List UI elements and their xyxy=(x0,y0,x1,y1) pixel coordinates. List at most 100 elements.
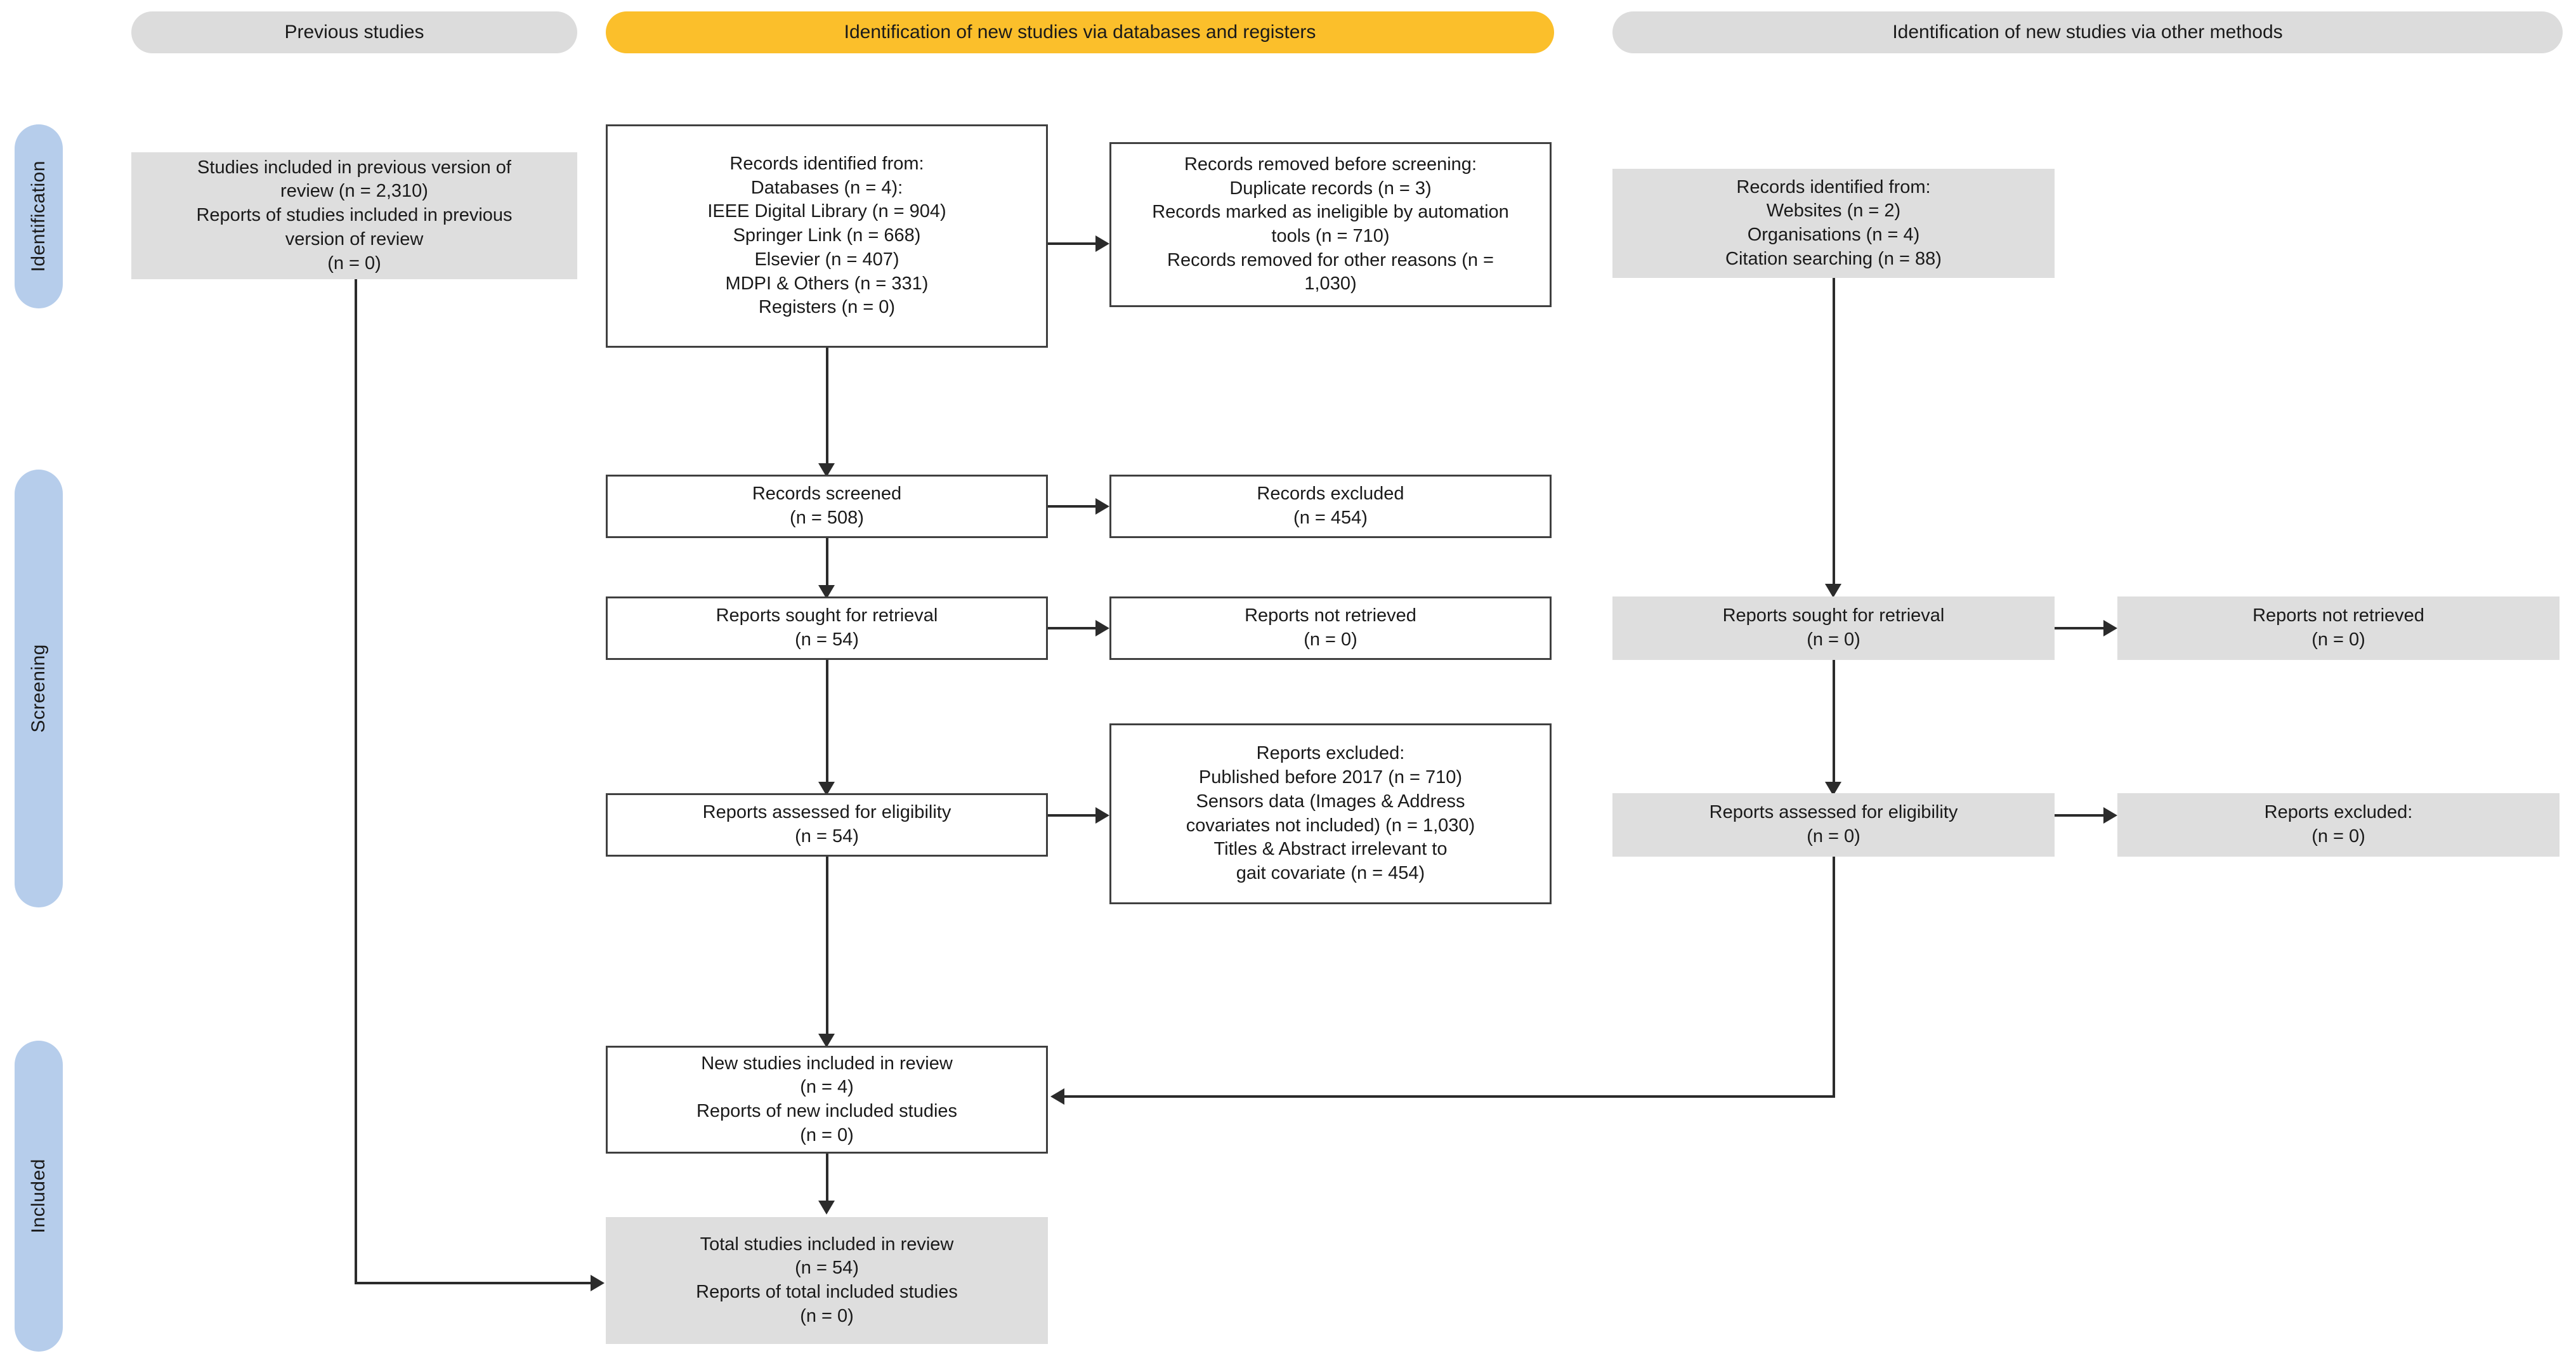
box-line: (n = 0) xyxy=(2311,629,2365,650)
header-other-methods-label: Identification of new studies via other … xyxy=(1892,22,2283,43)
arrowhead-other-assessed-to-excluded xyxy=(2103,807,2117,824)
connector-screened-to-sought xyxy=(826,538,828,590)
box-line: Records identified from: xyxy=(1736,176,1931,197)
box-other-reports-excluded: Reports excluded: (n = 0) xyxy=(2117,793,2560,857)
box-line: Reports sought for retrieval xyxy=(1722,605,1945,626)
box-line: Reports assessed for eligibility xyxy=(1709,802,1958,823)
box-line: Records screened xyxy=(752,484,902,504)
box-line: Springer Link (n = 668) xyxy=(733,225,921,246)
connector-assessed-to-new-included xyxy=(826,857,828,1041)
connector-assessed-to-excluded xyxy=(1048,814,1095,817)
box-records-excluded: Records excluded (n = 454) xyxy=(1109,475,1552,538)
box-line: Elsevier (n = 407) xyxy=(754,249,899,270)
connector-sought-to-assessed xyxy=(826,660,828,787)
box-line: Records removed before screening: xyxy=(1184,154,1477,175)
arrowhead-identified-to-screened xyxy=(818,463,835,477)
box-total-studies-included: Total studies included in review (n = 54… xyxy=(606,1217,1048,1344)
box-line: (n = 54) xyxy=(795,1258,859,1279)
box-records-identified-other: Records identified from: Websites (n = 2… xyxy=(1612,169,2055,278)
arrowhead-sought-to-not-retrieved xyxy=(1095,620,1109,636)
stage-label-identification-text: Identification xyxy=(28,161,49,272)
connector-identified-to-removed xyxy=(1048,242,1095,245)
box-other-reports-not-retrieved: Reports not retrieved (n = 0) xyxy=(2117,596,2560,660)
box-line: Total studies included in review xyxy=(700,1234,954,1255)
box-reports-assessed-eligibility: Reports assessed for eligibility (n = 54… xyxy=(606,793,1048,857)
box-line: tools (n = 710) xyxy=(1271,226,1390,246)
arrowhead-screened-to-excluded xyxy=(1095,498,1109,515)
box-previous-studies-included: Studies included in previous version of … xyxy=(131,152,577,279)
connector-other-to-new-included-vertical xyxy=(1833,857,1835,1098)
box-line: Databases (n = 4): xyxy=(750,177,903,198)
arrowhead-previous-to-total xyxy=(591,1275,605,1291)
header-previous-studies-label: Previous studies xyxy=(284,22,424,43)
box-reports-excluded-detailed: Reports excluded: Published before 2017 … xyxy=(1109,723,1552,904)
arrowhead-sought-to-assessed xyxy=(818,782,835,796)
header-previous-studies: Previous studies xyxy=(131,11,577,53)
box-line: Reports excluded: xyxy=(2264,802,2413,823)
box-line: (n = 508) xyxy=(790,508,864,528)
box-line: Records removed for other reasons (n = xyxy=(1167,249,1494,270)
arrowhead-assessed-to-excluded xyxy=(1095,807,1109,824)
box-line: Reports of new included studies xyxy=(696,1101,958,1121)
box-line: (n = 54) xyxy=(795,629,859,650)
box-line: version of review xyxy=(285,228,424,249)
box-line: (n = 454) xyxy=(1293,508,1368,528)
header-databases-registers: Identification of new studies via databa… xyxy=(606,11,1554,53)
box-line: Records excluded xyxy=(1257,484,1404,504)
stage-label-included: Included xyxy=(15,1041,63,1352)
box-line: Organisations (n = 4) xyxy=(1747,225,1920,245)
box-line: covariates not included) (n = 1,030) xyxy=(1186,815,1475,836)
arrowhead-other-identified-to-sought xyxy=(1825,584,1841,598)
box-line: Citation searching (n = 88) xyxy=(1725,248,1942,269)
box-line: 1,030) xyxy=(1304,273,1357,294)
header-databases-registers-label: Identification of new studies via databa… xyxy=(844,22,1316,43)
arrowhead-screened-to-sought xyxy=(818,585,835,599)
box-line: Registers (n = 0) xyxy=(758,297,896,318)
header-other-methods: Identification of new studies via other … xyxy=(1612,11,2563,53)
box-line: Reports not retrieved xyxy=(2252,605,2424,626)
box-reports-sought-retrieval: Reports sought for retrieval (n = 54) xyxy=(606,596,1048,660)
connector-identified-to-screened xyxy=(826,348,828,468)
box-line: MDPI & Others (n = 331) xyxy=(725,273,929,294)
connector-other-sought-to-not-retrieved xyxy=(2055,627,2103,629)
box-line: (n = 0) xyxy=(1807,826,1860,846)
arrowhead-other-sought-to-not-retrieved xyxy=(2103,620,2117,636)
stage-label-screening: Screening xyxy=(15,470,63,907)
box-line: gait covariate (n = 454) xyxy=(1236,862,1425,883)
box-line: (n = 0) xyxy=(1304,629,1357,650)
box-line: Duplicate records (n = 3) xyxy=(1229,178,1432,199)
arrowhead-new-to-total xyxy=(818,1201,835,1215)
box-line: (n = 54) xyxy=(795,826,859,846)
box-line: review (n = 2,310) xyxy=(280,181,428,202)
box-line: Websites (n = 2) xyxy=(1766,201,1901,221)
box-line: Published before 2017 (n = 710) xyxy=(1198,767,1463,788)
connector-other-to-new-included-horizontal xyxy=(1064,1095,1835,1098)
box-line: Records identified from: xyxy=(729,154,924,175)
connector-screened-to-excluded xyxy=(1048,505,1095,508)
arrowhead-identified-to-removed xyxy=(1095,235,1109,252)
connector-other-sought-to-assessed xyxy=(1833,660,1835,787)
box-line: New studies included in review xyxy=(701,1053,953,1074)
stage-label-identification: Identification xyxy=(15,124,63,308)
arrowhead-assessed-to-new-included xyxy=(818,1034,835,1048)
box-line: (n = 0) xyxy=(1807,629,1860,650)
box-new-studies-included: New studies included in review (n = 4) R… xyxy=(606,1046,1048,1154)
box-line: Sensors data (Images & Address xyxy=(1196,791,1465,812)
box-line: Reports not retrieved xyxy=(1245,605,1416,626)
box-line: Reports excluded: xyxy=(1256,743,1405,764)
connector-previous-to-total-vertical xyxy=(355,279,357,1284)
connector-sought-to-not-retrieved xyxy=(1048,627,1095,629)
box-line: (n = 0) xyxy=(327,253,381,273)
box-other-reports-sought-retrieval: Reports sought for retrieval (n = 0) xyxy=(1612,596,2055,660)
box-line: (n = 4) xyxy=(800,1077,854,1098)
box-line: Reports of studies included in previous xyxy=(196,205,513,226)
box-line: Records marked as ineligible by automati… xyxy=(1152,202,1509,223)
arrowhead-other-sought-to-assessed xyxy=(1825,782,1841,796)
box-line: (n = 0) xyxy=(800,1305,854,1326)
stage-label-included-text: Included xyxy=(28,1159,49,1234)
connector-other-identified-to-sought xyxy=(1833,278,1835,589)
box-line: IEEE Digital Library (n = 904) xyxy=(707,201,946,222)
box-line: Reports of total included studies xyxy=(696,1282,958,1302)
arrowhead-other-to-new-included xyxy=(1050,1088,1064,1105)
